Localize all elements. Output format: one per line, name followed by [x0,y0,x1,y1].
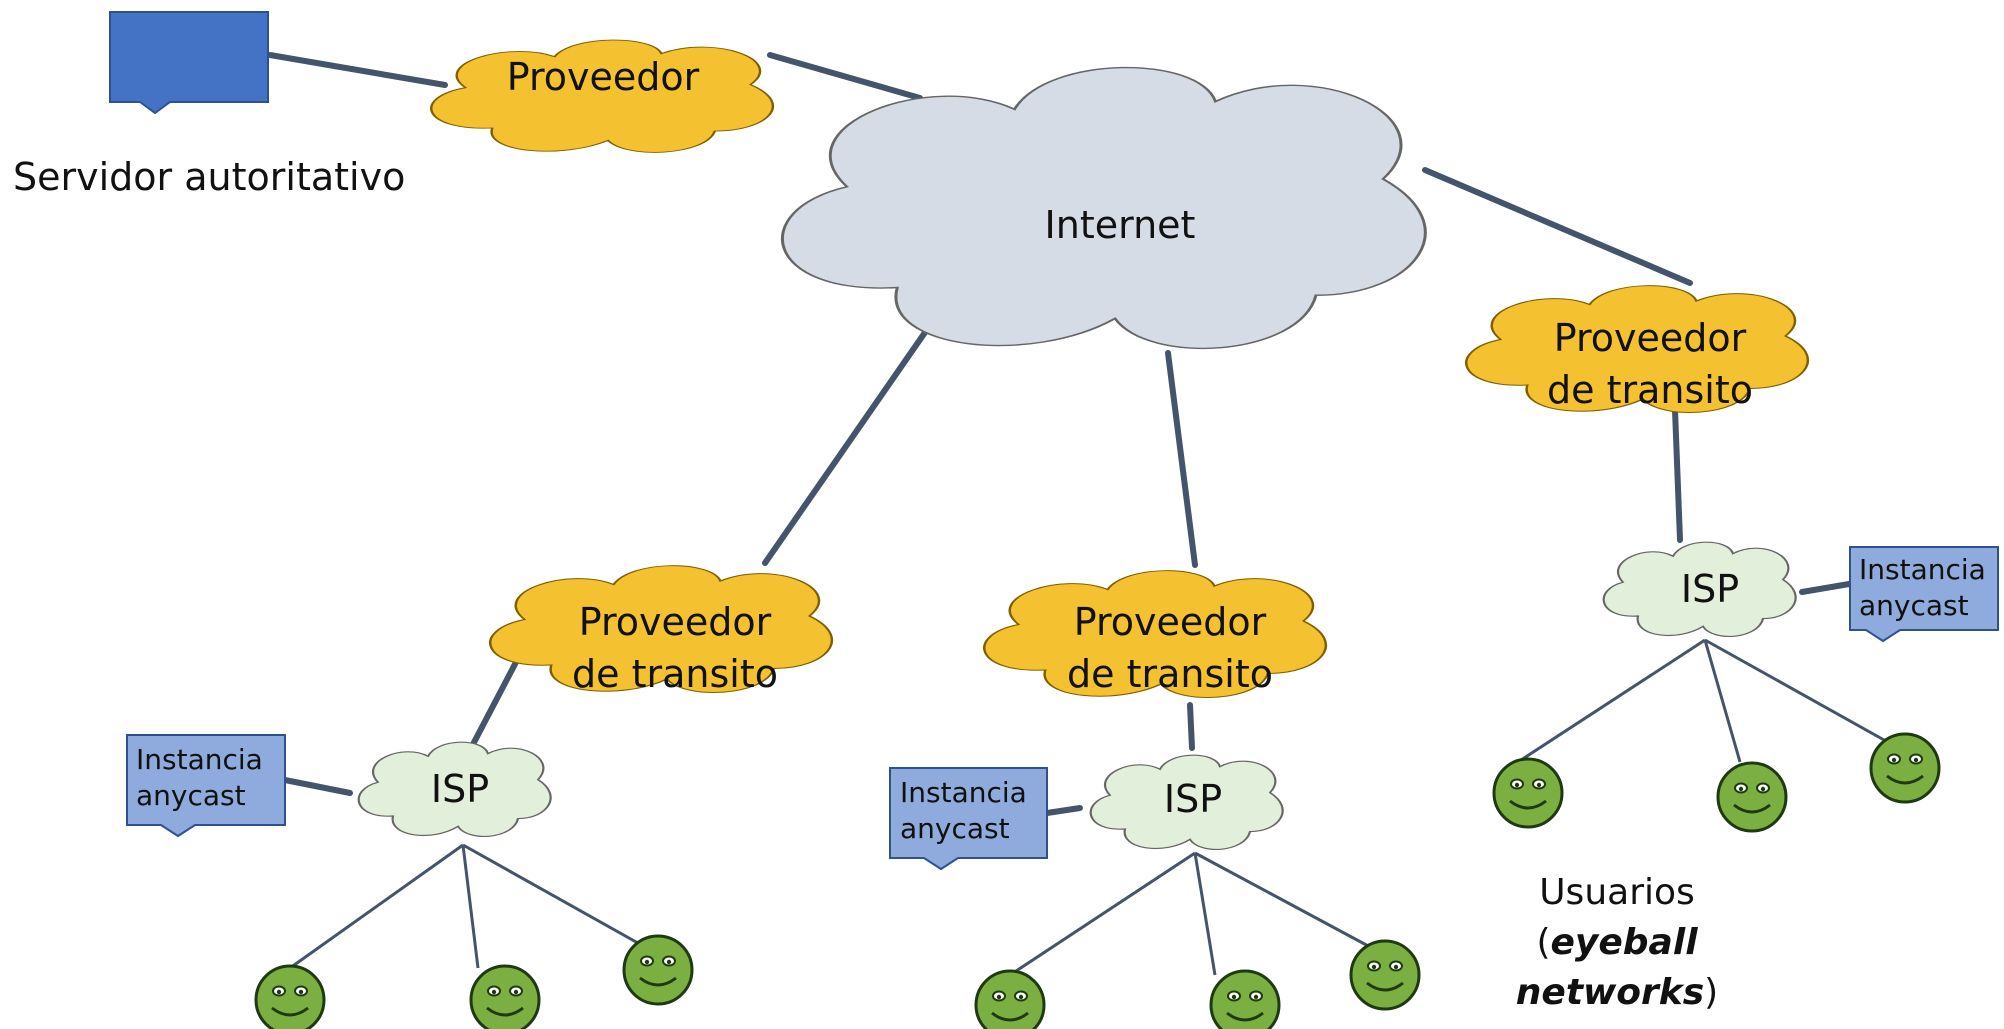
link-server-provider [267,52,448,88]
anycast-line2: anycast [1859,589,1969,622]
transit-line1: Proveedor [1073,600,1267,644]
anycast-instance-icon [889,767,1048,871]
user-smiley-icon [622,934,694,1006]
anycast-label-right: Instancia anycast [1859,552,1986,624]
internet-label: Internet [1044,203,1196,247]
authoritative-server-icon [109,11,269,115]
provider-label: Proveedor [506,55,700,99]
user-link [1194,851,1386,957]
anycast-label-middle: Instancia anycast [900,775,1027,847]
anycast-line1: Instancia [900,776,1027,809]
user-smiley-icon [974,969,1046,1029]
link-internet-transit-left [762,315,938,566]
transit-line2: de transito [1067,652,1273,696]
link-anycast-mid [1044,805,1083,816]
transit-line1: Proveedor [1553,316,1747,360]
users-line1: Usuarios [1539,872,1695,913]
transit-line2: de transito [1547,368,1753,412]
anycast-label-left: Instancia anycast [136,742,263,814]
user-link [1703,639,1742,763]
link-anycast-right [1799,580,1858,595]
transit-provider-label-right: Proveedor de transito [1547,312,1753,416]
users-paren-close: ) [1704,972,1719,1013]
users-label: Usuarios (eyeball networks) [1516,868,1718,1018]
user-smiley-icon [469,964,541,1029]
transit-provider-label-left: Proveedor de transito [572,596,778,700]
users-line3: networks) [1516,968,1718,1018]
user-link [1193,852,1217,976]
link-anycast-left [282,777,353,796]
user-link [462,843,646,949]
user-link [1009,851,1196,977]
users-paren-open: ( [1536,922,1551,963]
user-smiley-icon [1716,761,1788,833]
user-smiley-icon [1492,757,1564,829]
user-smiley-icon [1869,732,1941,804]
transit-line2: de transito [572,652,778,696]
user-link [461,844,480,969]
anycast-instance-icon [126,734,286,838]
user-link [1517,638,1706,764]
link-transit-mid-isp [1187,702,1195,751]
user-smiley-icon [1209,969,1281,1029]
user-link [1704,638,1894,747]
anycast-line2: anycast [900,812,1010,845]
isp-label-middle: ISP [1163,777,1223,821]
isp-label-left: ISP [430,767,490,811]
server-label: Servidor autoritativo [13,155,406,199]
user-link [289,843,464,970]
user-links [289,638,1894,977]
user-smiley-icon [254,964,326,1029]
anycast-instance-icon [1849,546,1999,643]
anycast-line2: anycast [136,779,246,812]
transit-line1: Proveedor [578,600,772,644]
users-line2: (eyeball [1516,918,1718,968]
link-internet-transit-right [1422,167,1693,286]
anycast-line1: Instancia [1859,553,1986,586]
link-internet-transit-mid [1165,350,1198,568]
isp-label-right: ISP [1680,567,1740,611]
transit-provider-label-middle: Proveedor de transito [1067,596,1273,700]
user-smiley-icon [1349,939,1421,1011]
anycast-line1: Instancia [136,743,263,776]
backbone-links [267,52,1858,816]
link-provider-internet [767,52,923,101]
link-transit-right-isp [1672,407,1683,543]
users-eyeball: eyeball [1550,922,1698,963]
users-networks: networks [1515,972,1705,1013]
